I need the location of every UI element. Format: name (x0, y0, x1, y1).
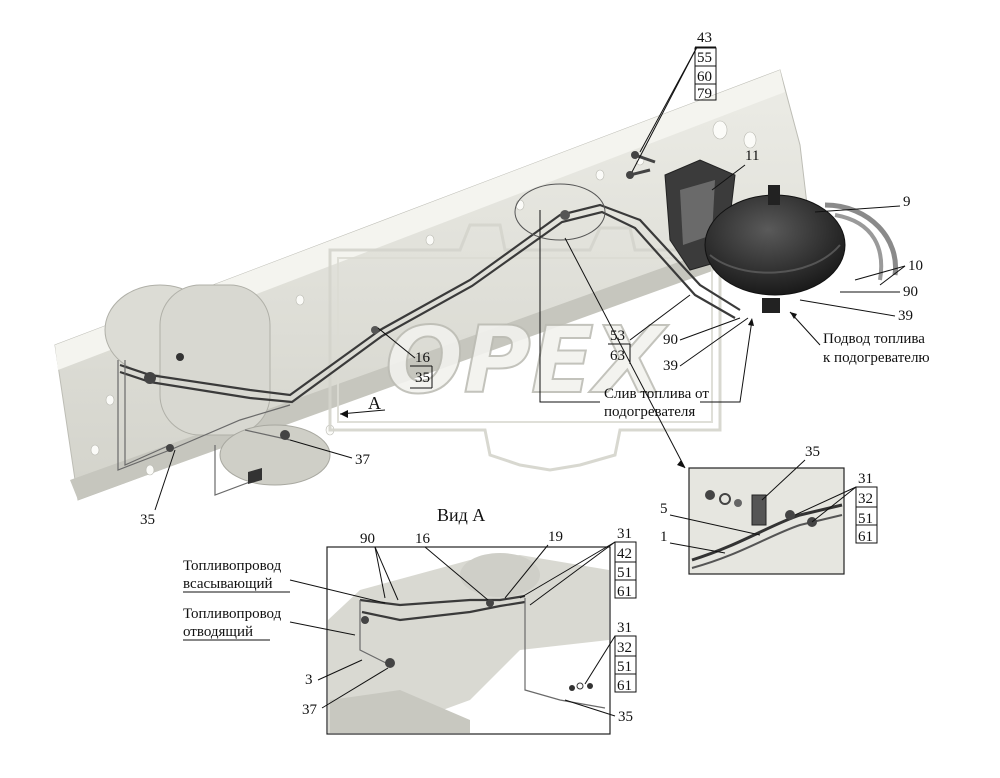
detail-callout-35: 35 (805, 444, 820, 460)
callout-35-center: 35 (415, 370, 430, 386)
callout-60: 60 (697, 69, 712, 85)
view-a-callout-3: 3 (305, 672, 313, 688)
detail-callout-61: 61 (858, 529, 873, 545)
return-line-label-2: отводящий (183, 624, 253, 640)
view-a-callout-51-top: 51 (617, 565, 632, 581)
callout-63: 63 (610, 348, 625, 364)
view-a-callout-61-top: 61 (617, 584, 632, 600)
view-a-callout-37: 37 (302, 702, 318, 718)
view-marker-a: A (368, 393, 381, 413)
fuel-tank (626, 151, 899, 313)
callout-90-center: 90 (663, 332, 678, 348)
view-a-callout-90: 90 (360, 531, 375, 547)
callout-9: 9 (903, 194, 911, 210)
callout-10: 10 (908, 258, 923, 274)
callout-16: 16 (415, 350, 431, 366)
detail-inset: 35 31 32 51 61 5 1 (660, 444, 878, 575)
return-line-label-1: Топливопровод (183, 606, 282, 622)
drain-label-line2: подогревателя (604, 404, 695, 420)
callout-90-right: 90 (903, 284, 918, 300)
callout-39-right: 39 (898, 308, 913, 324)
suction-line-label-2: всасывающий (183, 576, 273, 592)
view-a: Вид А Топливопровод всасывающий Топливоп… (183, 505, 637, 735)
detail-callout-51: 51 (858, 511, 873, 527)
view-a-callout-35: 35 (618, 709, 633, 725)
callout-35-left: 35 (140, 512, 155, 528)
watermark-text: OPEX (385, 307, 668, 414)
callout-53: 53 (610, 328, 625, 344)
callout-55: 55 (697, 50, 712, 66)
view-a-callout-61-bottom: 61 (617, 678, 632, 694)
detail-callout-1: 1 (660, 529, 668, 545)
callout-79: 79 (697, 86, 712, 102)
supply-label-line2: к подогревателю (823, 350, 930, 366)
supply-label-line1: Подвод топлива (823, 331, 925, 347)
suction-line-label-1: Топливопровод (183, 558, 282, 574)
drain-label-line1: Слив топлива от (604, 386, 709, 402)
view-a-callout-51-bottom: 51 (617, 659, 632, 675)
view-a-callout-31-top: 31 (617, 526, 632, 542)
view-a-title: Вид А (437, 505, 485, 525)
main-view-callouts: 43 55 60 79 11 9 10 90 39 Подвод топлива… (140, 30, 930, 528)
main-fuel-lines (117, 183, 741, 496)
view-a-callout-32: 32 (617, 640, 632, 656)
watermark: OPEX (328, 223, 722, 472)
view-a-callout-42: 42 (617, 546, 632, 562)
callout-39-center: 39 (663, 358, 678, 374)
detail-callout-31: 31 (858, 471, 873, 487)
view-a-callout-16: 16 (415, 531, 431, 547)
view-a-callout-31-bottom: 31 (617, 620, 632, 636)
view-a-callout-19: 19 (548, 529, 563, 545)
callout-11: 11 (745, 148, 759, 164)
callout-37-main: 37 (355, 452, 371, 468)
detail-callout-5: 5 (660, 501, 668, 517)
detail-callout-32: 32 (858, 491, 873, 507)
callout-43: 43 (697, 30, 712, 46)
